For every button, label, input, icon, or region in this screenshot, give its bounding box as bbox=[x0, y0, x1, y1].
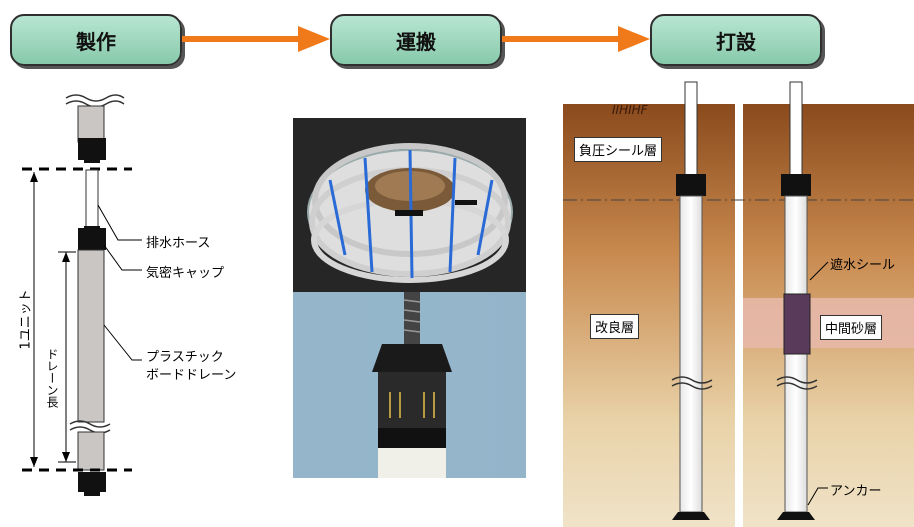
label-drain-hose: 排水ホース bbox=[146, 236, 211, 251]
stage-transport: 運搬 bbox=[330, 14, 502, 66]
label-plastic-board-drain-1: プラスチック bbox=[146, 350, 224, 365]
photo-drain-head bbox=[293, 292, 526, 478]
label-one-unit: 1ユニット bbox=[18, 289, 34, 350]
label-airtight-cap: 気密キャップ bbox=[146, 266, 225, 281]
drain-unit-diagram bbox=[22, 94, 142, 496]
label-drain-length: ドレーン長 bbox=[45, 348, 59, 408]
stage-manufacture-label: 製作 bbox=[76, 29, 116, 54]
stage-install-label: 打設 bbox=[716, 29, 756, 54]
arrow-transport-to-install bbox=[502, 26, 650, 52]
stage-install: 打設 bbox=[650, 14, 822, 66]
installed-drain-right bbox=[776, 81, 829, 520]
soil-panel-left bbox=[563, 104, 735, 527]
arrow-manufacture-to-transport bbox=[182, 26, 330, 52]
label-negative-pressure-seal-layer: 負圧シール層 bbox=[574, 137, 663, 162]
label-intermediate-sand-layer: 中間砂層 bbox=[820, 315, 883, 340]
stage-transport-label: 運搬 bbox=[396, 29, 436, 54]
label-anchor: アンカー bbox=[830, 484, 882, 499]
label-ground-hatch: IIHIHF bbox=[612, 103, 648, 117]
label-plastic-board-drain-2: ボードドレーン bbox=[146, 368, 237, 383]
label-waterproof-seal: 遮水シール bbox=[830, 258, 896, 273]
label-improved-layer: 改良層 bbox=[590, 314, 640, 339]
installed-drain-left bbox=[671, 81, 713, 520]
stage-manufacture: 製作 bbox=[10, 14, 182, 66]
photo-coiled-drain bbox=[293, 118, 526, 292]
